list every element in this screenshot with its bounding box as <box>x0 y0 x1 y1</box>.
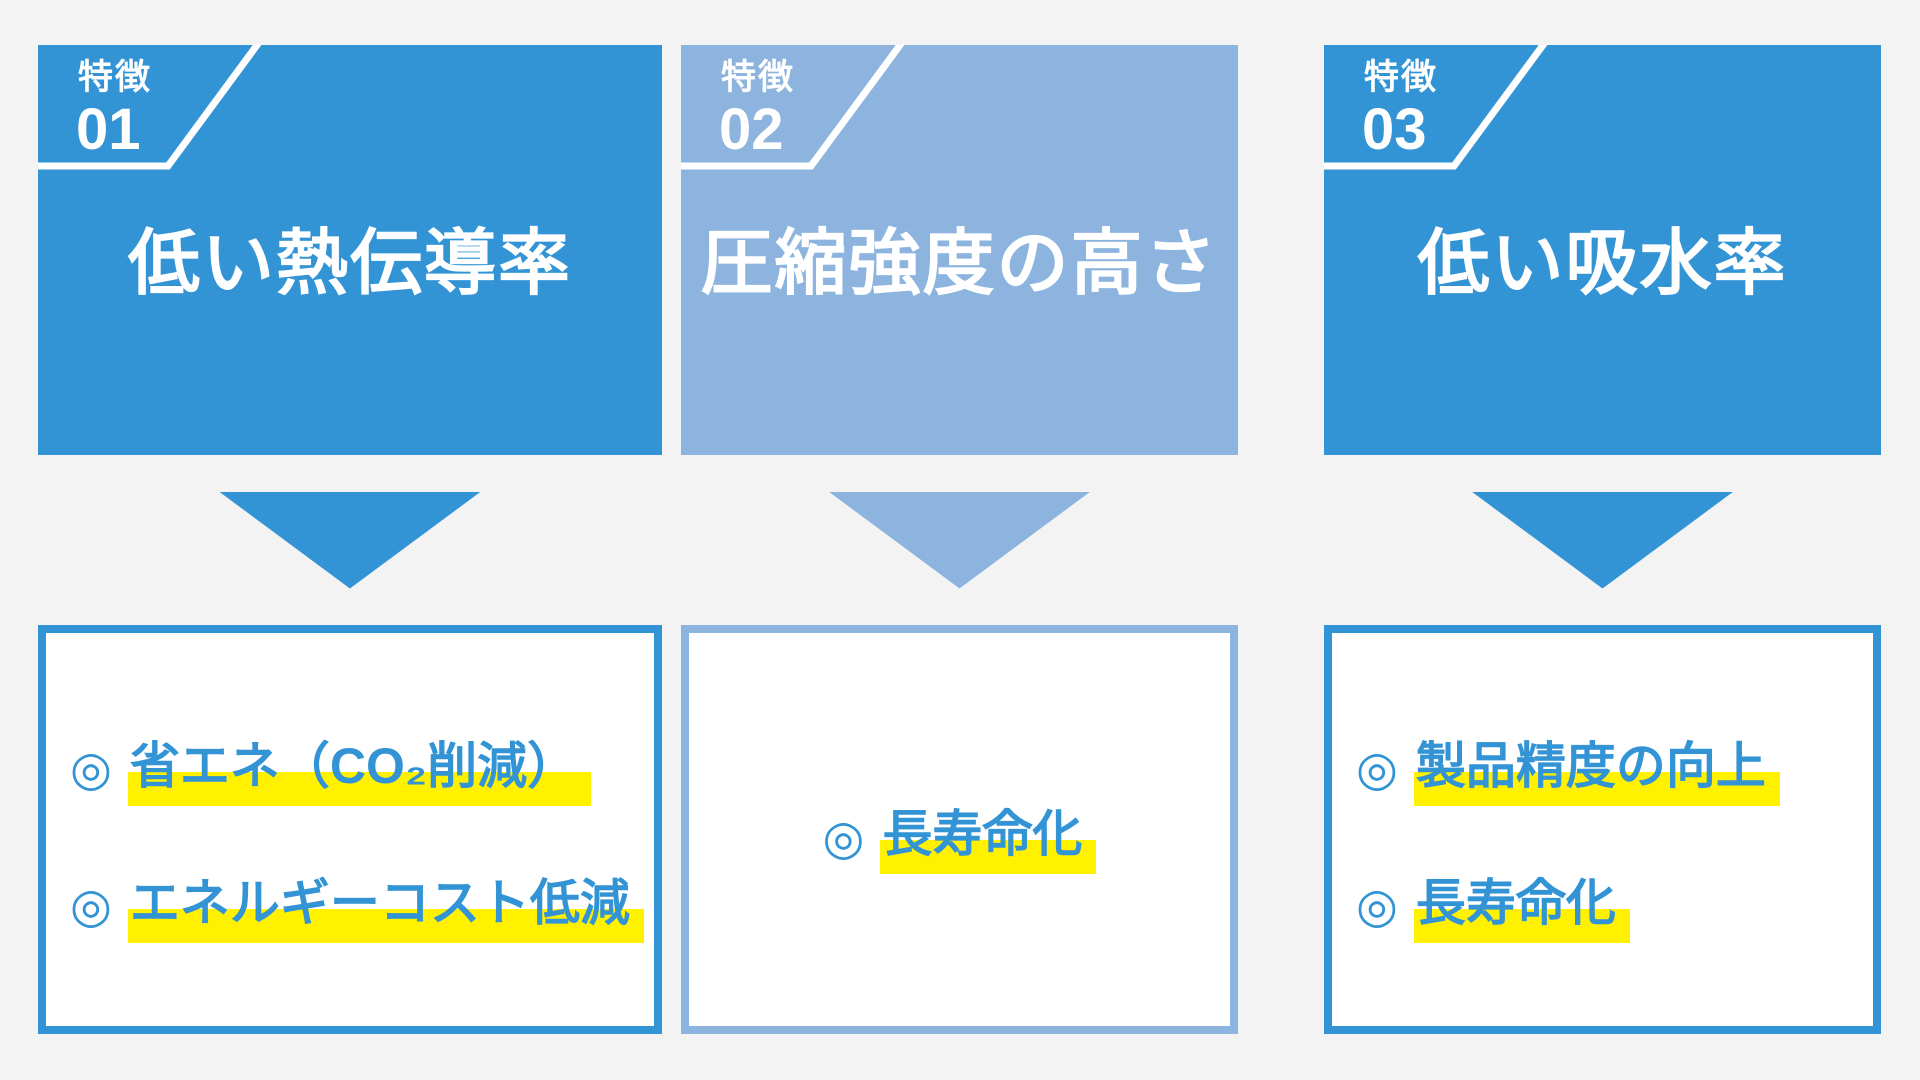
benefit-item: ◎ 製品精度の向上 <box>1356 734 1863 806</box>
badge-label: 特徴 <box>78 58 153 97</box>
badge-number: 03 <box>1362 97 1427 162</box>
benefit-item: ◎ エネルギーコスト低減 <box>70 871 644 943</box>
down-arrow-icon <box>828 491 1091 589</box>
feature-column-2: 特徴 02 圧縮強度の高さ ◎ 長寿命化 <box>681 45 1238 1080</box>
benefit-item: ◎ 長寿命化 <box>823 803 1097 874</box>
badge-label: 特徴 <box>1364 58 1439 97</box>
benefit-item: ◎ 省エネ（CO₂削減） <box>70 734 644 806</box>
feature-title: 低い吸水率 <box>1417 224 1788 304</box>
down-arrow-icon <box>1471 491 1734 589</box>
double-circle-icon: ◎ <box>70 743 112 796</box>
benefits-box-3: ◎ 製品精度の向上 ◎ 長寿命化 <box>1324 625 1881 1034</box>
arrow-row <box>38 455 662 625</box>
badge-slash-icon <box>681 45 905 170</box>
badge-slash-icon <box>38 45 262 170</box>
benefit-text: エネルギーコスト低減 <box>127 871 644 943</box>
benefits-box-2: ◎ 長寿命化 <box>681 625 1238 1034</box>
benefit-item: ◎ 長寿命化 <box>1356 871 1863 943</box>
badge-number: 02 <box>719 97 784 162</box>
benefit-text: 省エネ（CO₂削減） <box>127 734 592 806</box>
benefits-box-1: ◎ 省エネ（CO₂削減） ◎ エネルギーコスト低減 <box>38 625 662 1034</box>
feature-card-3: 特徴 03 低い吸水率 <box>1324 45 1881 455</box>
badge-slash-icon <box>1324 45 1548 170</box>
badge-number: 01 <box>76 97 141 162</box>
feature-card-1: 特徴 01 低い熱伝導率 <box>38 45 662 455</box>
benefit-text: 長寿命化 <box>880 803 1097 874</box>
arrow-row <box>1324 455 1881 625</box>
benefit-text: 製品精度の向上 <box>1413 734 1780 806</box>
feature-title: 圧縮強度の高さ <box>700 224 1219 304</box>
double-circle-icon: ◎ <box>1356 743 1398 796</box>
double-circle-icon: ◎ <box>822 811 865 865</box>
double-circle-icon: ◎ <box>70 880 112 933</box>
feature-card-2: 特徴 02 圧縮強度の高さ <box>681 45 1238 455</box>
feature-title: 低い熱伝導率 <box>127 224 572 304</box>
double-circle-icon: ◎ <box>1356 880 1398 933</box>
badge-label: 特徴 <box>721 58 796 97</box>
feature-column-1: 特徴 01 低い熱伝導率 ◎ 省エネ（CO₂削減） ◎ エネルギーコスト低減 <box>38 45 662 1080</box>
arrow-row <box>681 455 1238 625</box>
down-arrow-icon <box>218 491 481 589</box>
feature-column-3: 特徴 03 低い吸水率 ◎ 製品精度の向上 ◎ 長寿命化 <box>1324 45 1881 1080</box>
benefit-text: 長寿命化 <box>1413 871 1630 943</box>
